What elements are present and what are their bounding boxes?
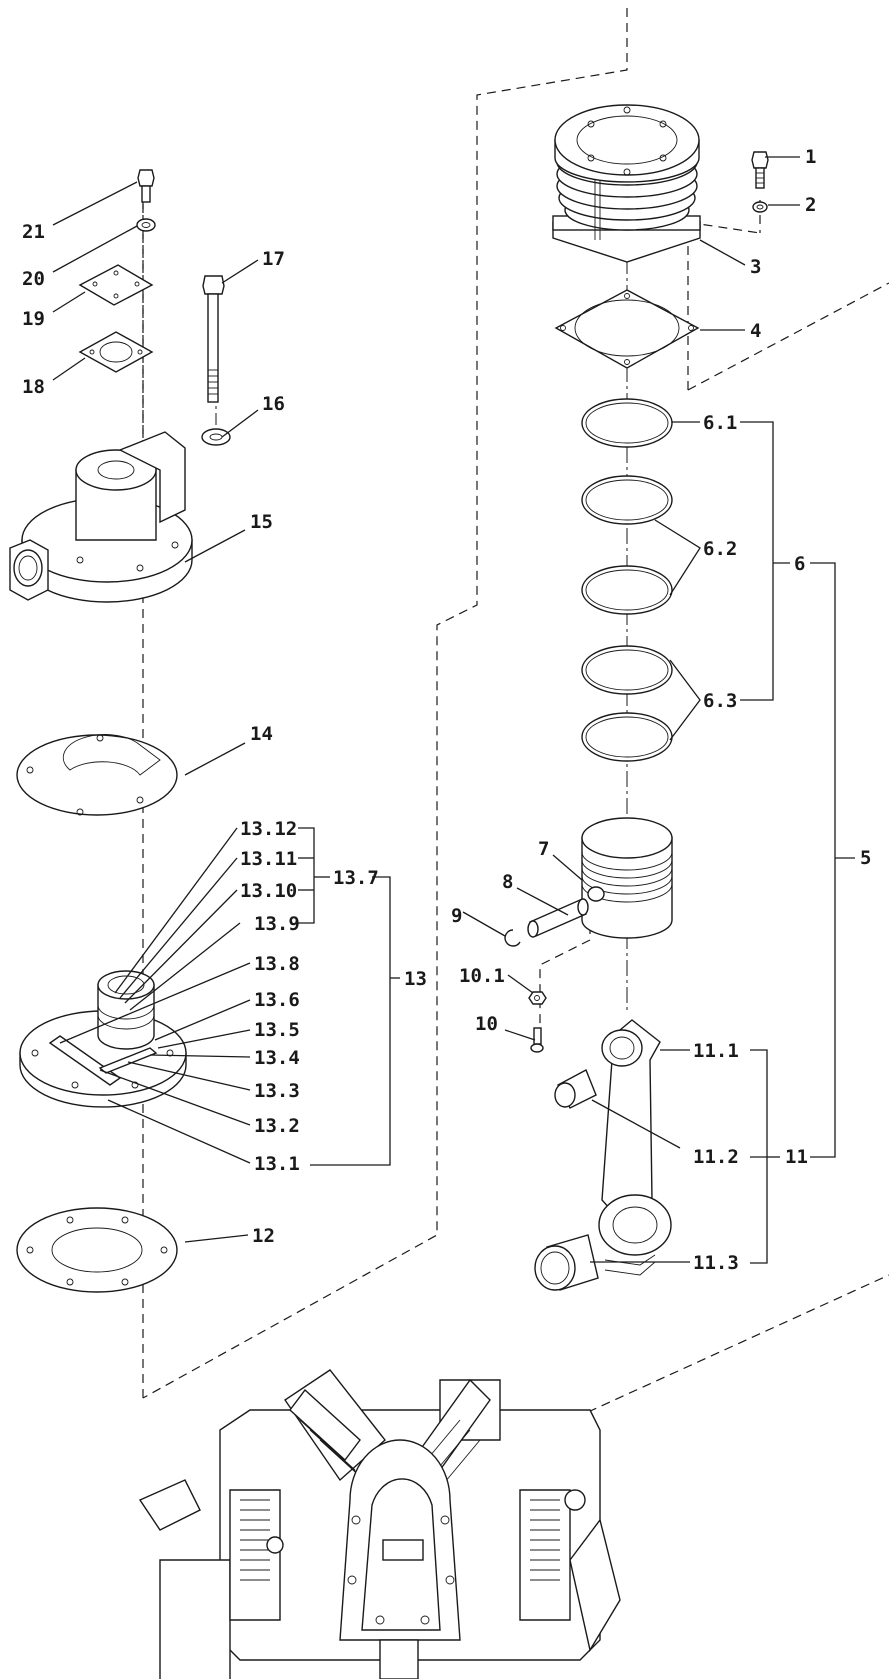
callout-8: 8 bbox=[502, 871, 513, 893]
callout-13: 13 bbox=[404, 968, 427, 990]
washer-part-2 bbox=[752, 201, 768, 213]
callout-13-3: 13.3 bbox=[254, 1080, 300, 1102]
callout-13-9: 13.9 bbox=[254, 913, 300, 935]
stud-bolt-part-17 bbox=[202, 275, 225, 403]
washer-part-20 bbox=[136, 218, 156, 232]
gasket-part-18 bbox=[78, 331, 154, 373]
callout-16: 16 bbox=[262, 393, 285, 415]
callout-11-1: 11.1 bbox=[693, 1040, 739, 1062]
callout-12: 12 bbox=[252, 1225, 275, 1247]
circlip-part bbox=[504, 929, 521, 947]
nut-part bbox=[528, 991, 547, 1005]
callout-13-6: 13.6 bbox=[254, 989, 300, 1011]
callout-18: 18 bbox=[22, 376, 45, 398]
callout-14: 14 bbox=[250, 723, 273, 745]
piston-part bbox=[581, 817, 673, 939]
big-end-bearing-part bbox=[534, 1234, 599, 1291]
callout-7: 7 bbox=[538, 838, 549, 860]
gasket-part-12 bbox=[16, 1207, 178, 1293]
bolt-part-1 bbox=[751, 151, 769, 189]
callout-2: 2 bbox=[805, 194, 816, 216]
washer-part-16 bbox=[201, 428, 231, 446]
callout-3: 3 bbox=[750, 256, 761, 278]
callout-13-5: 13.5 bbox=[254, 1019, 300, 1041]
callout-21: 21 bbox=[22, 221, 45, 243]
callout-15: 15 bbox=[250, 511, 273, 533]
callout-6-1: 6.1 bbox=[703, 412, 737, 434]
callout-11-3: 11.3 bbox=[693, 1252, 739, 1274]
leader-lines bbox=[52, 156, 855, 1264]
callout-13-1: 13.1 bbox=[254, 1153, 300, 1175]
piston-pin-part bbox=[527, 898, 589, 938]
callout-labels: 1 2 3 4 5 6 6.1 6.2 6.3 7 8 9 10 10.1 11… bbox=[22, 146, 871, 1274]
callout-6: 6 bbox=[794, 553, 805, 575]
callout-17: 17 bbox=[262, 248, 285, 270]
callout-20: 20 bbox=[22, 268, 45, 290]
cover-plate-part-19 bbox=[78, 264, 154, 306]
callout-13-11: 13.11 bbox=[240, 848, 297, 870]
cylinder-part bbox=[552, 104, 701, 263]
compressor-assembly bbox=[138, 1369, 621, 1679]
callout-13-2: 13.2 bbox=[254, 1115, 300, 1137]
callout-13-8: 13.8 bbox=[254, 953, 300, 975]
small-end-bushing-part bbox=[554, 1069, 597, 1109]
callout-10-1: 10.1 bbox=[459, 965, 505, 987]
cylinder-gasket-part bbox=[554, 289, 700, 369]
connecting-rod-part bbox=[598, 1019, 672, 1276]
callout-13-10: 13.10 bbox=[240, 880, 297, 902]
valve-plate-part-13 bbox=[19, 970, 187, 1108]
callout-9: 9 bbox=[451, 905, 462, 927]
conrod-bolt-part bbox=[530, 1027, 544, 1053]
callout-1: 1 bbox=[805, 146, 816, 168]
dashed-boundary-lines bbox=[142, 8, 889, 1413]
callout-13-7: 13.7 bbox=[333, 867, 379, 889]
callout-19: 19 bbox=[22, 308, 45, 330]
callout-11-2: 11.2 bbox=[693, 1146, 739, 1168]
callout-13-4: 13.4 bbox=[254, 1047, 300, 1069]
bolt-part-21 bbox=[137, 169, 155, 203]
piston-rings bbox=[581, 398, 673, 762]
callout-4: 4 bbox=[750, 320, 761, 342]
callout-6-3: 6.3 bbox=[703, 690, 737, 712]
callout-10: 10 bbox=[475, 1013, 498, 1035]
callout-5: 5 bbox=[860, 847, 871, 869]
callout-6-2: 6.2 bbox=[703, 538, 737, 560]
valve-head-part-15 bbox=[9, 431, 193, 603]
callout-13-12: 13.12 bbox=[240, 818, 297, 840]
gasket-part-14 bbox=[16, 734, 178, 816]
callout-11: 11 bbox=[785, 1146, 808, 1168]
